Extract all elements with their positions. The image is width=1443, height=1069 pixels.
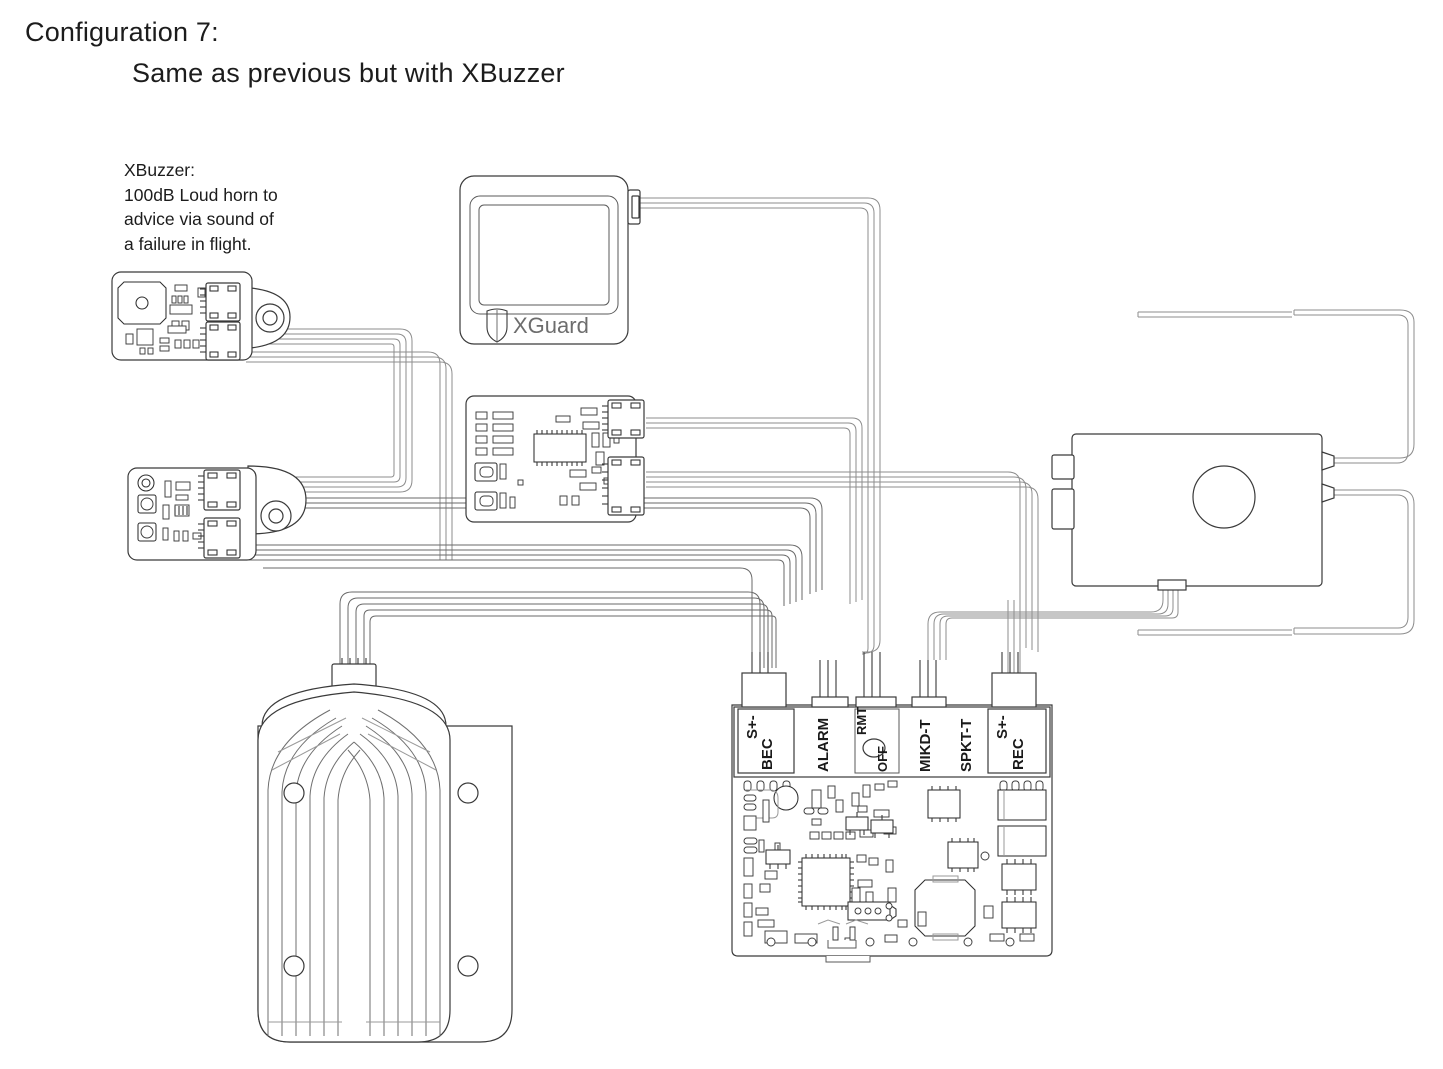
page-title: Configuration 7: — [25, 17, 219, 47]
switch-board[interactable] — [127, 465, 307, 561]
cable-box-bottom — [927, 586, 1179, 660]
port-spkt-label: SPKT-T — [958, 719, 975, 772]
port-connector-rmt[interactable] — [855, 652, 897, 708]
antenna-lower — [1137, 489, 1415, 636]
cable-xbuzzer-to-switchboard — [246, 328, 413, 493]
port-connector-alarm[interactable] — [811, 660, 849, 708]
port-connector-rec[interactable] — [991, 652, 1037, 708]
cable-bundle-to-motor — [263, 567, 777, 672]
display-brand-text: XGuard — [513, 313, 589, 338]
cable-xbuzzer-alarm — [246, 351, 453, 560]
port-rmt-label: RMT — [854, 707, 869, 735]
cable-module-to-box — [646, 471, 1039, 652]
xbuzzer-module[interactable] — [111, 271, 291, 361]
port-rec-pins: S+- — [994, 715, 1011, 739]
xguard-display[interactable]: XGuard — [459, 175, 641, 345]
cable-rec-up — [1007, 600, 1021, 676]
finned-unit[interactable] — [257, 658, 513, 1043]
port-rec-label: REC — [1010, 738, 1027, 770]
annotation-name: XBuzzer: — [124, 160, 195, 180]
port-alarm-label: ALARM — [815, 718, 832, 772]
port-mikd-label: MIKD-T — [917, 720, 934, 773]
port-connector-mikd[interactable] — [911, 660, 947, 708]
main-pcb[interactable]: S+- BEC ALARM RMT OFF MIKD-T SPKT-T S+- … — [731, 652, 1053, 963]
cable-switchboard-to-mainboard — [246, 497, 823, 594]
interface-module[interactable] — [465, 395, 645, 523]
page-subtitle: Same as previous but with XBuzzer — [132, 58, 565, 88]
cable-display-to-mainboard — [638, 197, 881, 655]
shield-icon — [486, 308, 508, 343]
receiver-box[interactable] — [1051, 433, 1335, 591]
port-bec-label: BEC — [759, 738, 776, 770]
port-connector-bec[interactable] — [741, 652, 787, 708]
annotation-line-1: 100dB Loud horn to — [124, 184, 278, 205]
rmt-button[interactable] — [862, 738, 886, 758]
cable-module-upper — [646, 417, 863, 604]
antenna-upper — [1137, 309, 1415, 464]
port-rmt-sub-label: OFF — [875, 746, 890, 772]
cable-switchboard-lower — [246, 544, 803, 606]
cable-harness — [246, 197, 1415, 676]
pcb-components — [743, 780, 1047, 963]
port-bec-pins: S+- — [744, 715, 761, 739]
xbuzzer-annotation: XBuzzer: 100dB Loud horn to advice via s… — [124, 158, 278, 256]
annotation-line-2: advice via sound of — [124, 209, 274, 230]
annotation-line-3: a failure in flight. — [124, 233, 252, 254]
